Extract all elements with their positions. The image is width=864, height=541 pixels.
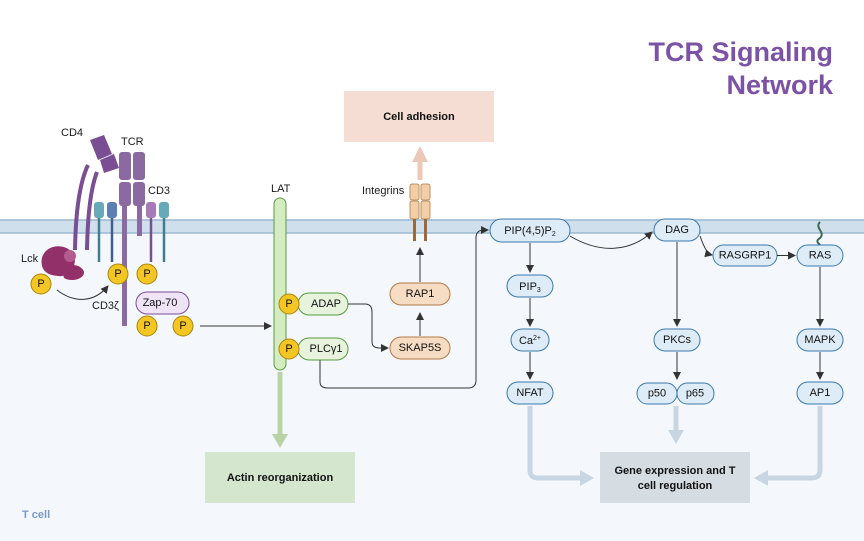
cd4-receptor xyxy=(73,135,119,251)
skap5s-node xyxy=(389,336,451,360)
mapk-node xyxy=(796,328,844,352)
plcg1-to-pip2-arrow xyxy=(319,226,489,389)
svg-text:P: P xyxy=(285,298,292,310)
pkcs-node xyxy=(653,328,701,352)
phospho-group-adap: P xyxy=(278,293,300,315)
ras-label: RAS xyxy=(809,250,832,262)
gene-expression-line1: Gene expression and T xyxy=(614,465,735,477)
pip2-node xyxy=(489,218,571,243)
dag-node xyxy=(653,218,701,242)
lat-adaptor xyxy=(273,197,287,371)
pip2-to-dag-arrow xyxy=(569,231,653,249)
rap1-label: RAP1 xyxy=(406,288,435,300)
p50-label: p50 xyxy=(648,388,666,400)
title-line1: TCR Signaling xyxy=(649,37,834,67)
nfat-node xyxy=(506,381,554,405)
calcium-node xyxy=(510,328,550,352)
phospho-group-zap70-2: P xyxy=(172,315,194,337)
cd4-label: CD4 xyxy=(61,127,83,139)
lck-to-cd3z-arrow xyxy=(56,285,109,300)
mapk-label: MAPK xyxy=(804,334,836,346)
lat-label: LAT xyxy=(271,183,291,195)
cd3-label: CD3 xyxy=(148,185,170,197)
lck-label: Lck xyxy=(21,253,39,265)
cd3-chains xyxy=(94,202,169,262)
gene-expression-box xyxy=(600,452,750,503)
adap-label: ADAP xyxy=(311,298,341,310)
integrin-receptor xyxy=(409,183,431,241)
pkcs-label: PKCs xyxy=(663,334,692,346)
tcr-receptor xyxy=(119,152,145,326)
rap1-node xyxy=(389,282,451,306)
rasgrp1-label: RASGRP1 xyxy=(719,250,772,262)
skap5s-label: SKAP5S xyxy=(399,342,442,354)
p65-label: p65 xyxy=(686,388,704,400)
lck-kinase xyxy=(41,246,84,280)
zap70-node xyxy=(135,291,190,315)
pip2-label: PIP(4,5)P2 xyxy=(504,225,556,238)
phospho-group-zap70-1: P xyxy=(136,315,158,337)
zap70-label: Zap-70 xyxy=(143,297,178,309)
adap-to-skap5s-arrow xyxy=(348,303,389,352)
plasma-membrane xyxy=(0,220,864,233)
t-cell-label: T cell xyxy=(22,509,50,521)
svg-text:P: P xyxy=(179,320,186,332)
phospho-group-lck: P xyxy=(30,273,52,295)
pip3-label: PIP3 xyxy=(519,281,541,294)
ras-node xyxy=(796,244,844,267)
phospho-group-cd3z-2: P xyxy=(136,263,158,285)
actin-reorganization-label: Actin reorganization xyxy=(227,472,334,484)
p65-node xyxy=(676,382,715,405)
svg-text:P: P xyxy=(143,268,150,280)
svg-text:P: P xyxy=(143,320,150,332)
dag-label: DAG xyxy=(665,224,689,236)
cell-adhesion-label: Cell adhesion xyxy=(383,111,455,123)
ras-lipid-anchor xyxy=(816,221,823,246)
phospho-group-cd3z-1: P xyxy=(107,263,129,285)
gene-expression-line2: cell regulation xyxy=(638,480,713,492)
title-line2: Network xyxy=(726,70,834,100)
pip3-node xyxy=(506,274,554,298)
phospho-group-plcg1: P xyxy=(278,338,300,360)
svg-text:P: P xyxy=(285,343,292,355)
dag-to-rasgrp1-arrow xyxy=(699,235,713,258)
cell-adhesion-box xyxy=(344,91,494,142)
ap1-label: AP1 xyxy=(810,387,831,399)
tcr-label: TCR xyxy=(121,136,144,148)
plcg1-label: PLCγ1 xyxy=(309,343,342,355)
ap1-node xyxy=(796,381,844,405)
actin-reorganization-box xyxy=(205,452,355,503)
integrins-label: Integrins xyxy=(362,185,405,197)
cd3z-label: CD3ζ xyxy=(92,300,119,312)
svg-text:P: P xyxy=(37,278,44,290)
calcium-label: Ca2+ xyxy=(519,335,541,347)
svg-text:P: P xyxy=(114,268,121,280)
nfat-label: NFAT xyxy=(516,387,544,399)
